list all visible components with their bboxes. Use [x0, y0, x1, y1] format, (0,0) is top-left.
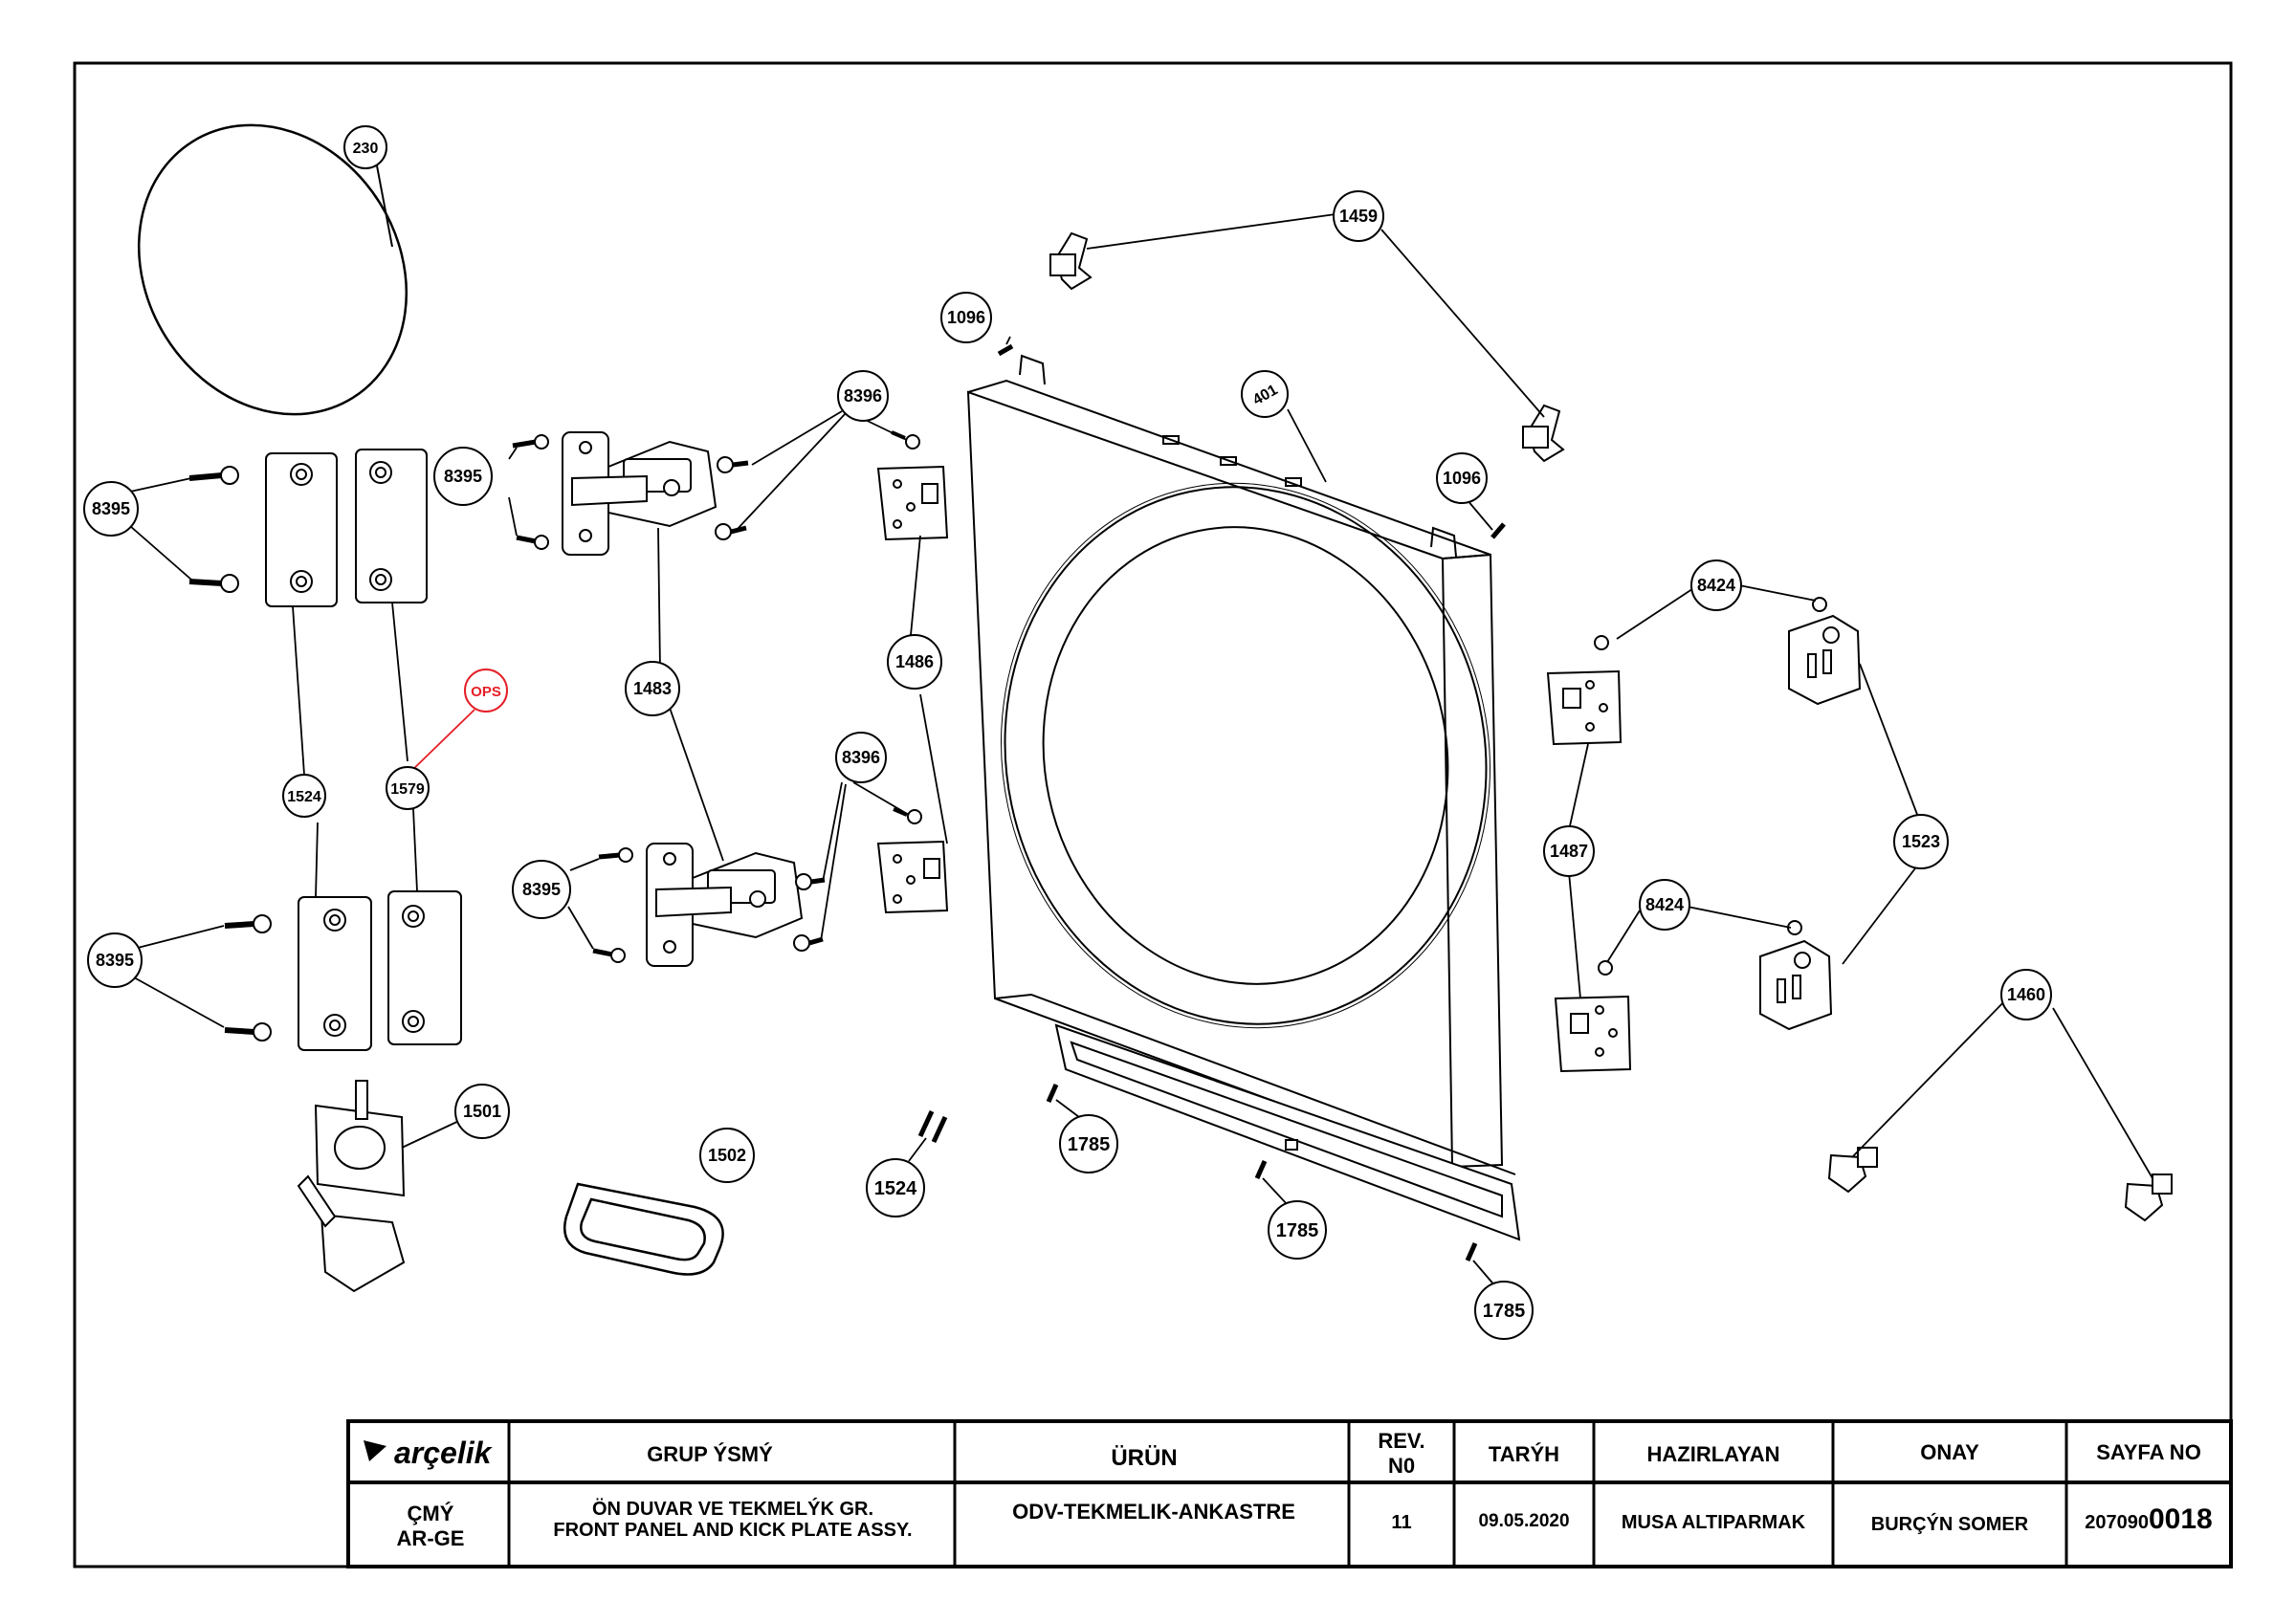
callout-8395-top-hinge: 8395 [444, 467, 482, 486]
part-8395-screws [188, 466, 272, 1042]
value-page-prefix: 207090 [2085, 1512, 2149, 1533]
value-rev: 11 [1391, 1512, 1411, 1533]
value-page-number: 2070900018 [2085, 1503, 2213, 1535]
callout-1524-plates: 1524 [287, 789, 321, 805]
part-1501-latch [297, 1080, 406, 1293]
callout-1785-third: 1785 [1483, 1301, 1526, 1322]
value-product: ODV-TEKMELIK-ANKASTRE [1012, 1500, 1295, 1524]
brand-logo-icon [364, 1440, 386, 1461]
value-prepared: MUSA ALTIPARMAK [1622, 1512, 1806, 1533]
value-dept-line2: AR-GE [397, 1526, 465, 1550]
callout-230: 230 [353, 141, 379, 157]
callout-1502: 1502 [708, 1146, 746, 1165]
leader-lines [129, 213, 2153, 1288]
callout-1785-second: 1785 [1276, 1220, 1319, 1241]
brand-logo: arçelik [394, 1436, 494, 1470]
callout-1523: 1523 [1902, 832, 1940, 851]
header-product: ÜRÜN [1111, 1445, 1177, 1471]
value-page-suffix: 0018 [2149, 1503, 2213, 1535]
header-date: TARÝH [1489, 1442, 1559, 1466]
callout-1579: 1579 [390, 781, 425, 798]
callout-8395-top-left: 8395 [92, 499, 130, 518]
callout-8424-bottom: 8424 [1645, 895, 1684, 914]
callout-8396-bottom: 8396 [842, 748, 880, 767]
callout-1483: 1483 [633, 679, 672, 698]
header-rev-line2: N0 [1388, 1454, 1415, 1478]
callout-1487: 1487 [1550, 842, 1588, 861]
value-approval: BURÇÝN SOMER [1871, 1512, 2029, 1535]
callout-8424-top: 8424 [1697, 576, 1735, 595]
callout-8395-bottom-hinge: 8395 [522, 880, 561, 899]
callout-ops: OPS [471, 684, 501, 700]
part-1096-screws [997, 343, 1506, 539]
header-group: GRUP ÝSMÝ [647, 1442, 773, 1466]
part-1460-connectors [1827, 1147, 2173, 1222]
header-rev-line1: REV. [1378, 1429, 1424, 1453]
part-1502-grip [563, 1182, 724, 1276]
part-230-gasket [137, 123, 408, 416]
header-approval: ONAY [1920, 1440, 1979, 1464]
header-prepared: HAZIRLAYAN [1647, 1442, 1780, 1466]
title-block: arçelik GRUP ÝSMÝ ÜRÜN REV. N0 TARÝH HAZ… [346, 1419, 2233, 1568]
part-1459-clips [1049, 231, 1565, 463]
part-8424-screws [1594, 597, 1827, 976]
part-1486-brackets [876, 465, 949, 914]
callout-1501: 1501 [463, 1102, 501, 1121]
ops-leader [407, 709, 475, 776]
part-401-front-panel [966, 354, 1516, 1175]
callout-8396-top: 8396 [844, 386, 882, 406]
callout-labels: 230 1459 1096 1096 401 8396 8396 8395 83… [92, 141, 2045, 1322]
value-group-line2: FRONT PANEL AND KICK PLATE ASSY. [553, 1520, 912, 1541]
part-1487-brackets [1546, 669, 1632, 1073]
part-1483-hinge-bottom [646, 843, 804, 967]
callout-1524-screws: 1524 [874, 1178, 917, 1199]
part-kick-plate [1054, 1023, 1521, 1241]
callout-1486: 1486 [895, 652, 934, 671]
header-page: SAYFA NO [2096, 1440, 2201, 1464]
callout-1459: 1459 [1339, 207, 1378, 226]
callout-1096-left: 1096 [947, 308, 985, 327]
value-dept-line1: ÇMÝ [408, 1502, 454, 1525]
callout-1785-first: 1785 [1068, 1134, 1111, 1155]
callout-balloons [83, 125, 2052, 1340]
value-group-line1: ÖN DUVAR VE TEKMELÝK GR. [592, 1497, 873, 1520]
callout-1460: 1460 [2007, 985, 2045, 1004]
part-1523-switches [1759, 614, 1862, 1031]
value-date: 09.05.2020 [1478, 1511, 1569, 1531]
part-1524-plates [265, 449, 462, 1051]
callout-8395-bottom-left: 8395 [96, 951, 134, 970]
ops-balloon [464, 669, 508, 713]
part-1483-hinge-top [562, 431, 718, 556]
part-1785-screws [917, 1083, 1478, 1262]
callout-1096-right: 1096 [1443, 469, 1481, 488]
